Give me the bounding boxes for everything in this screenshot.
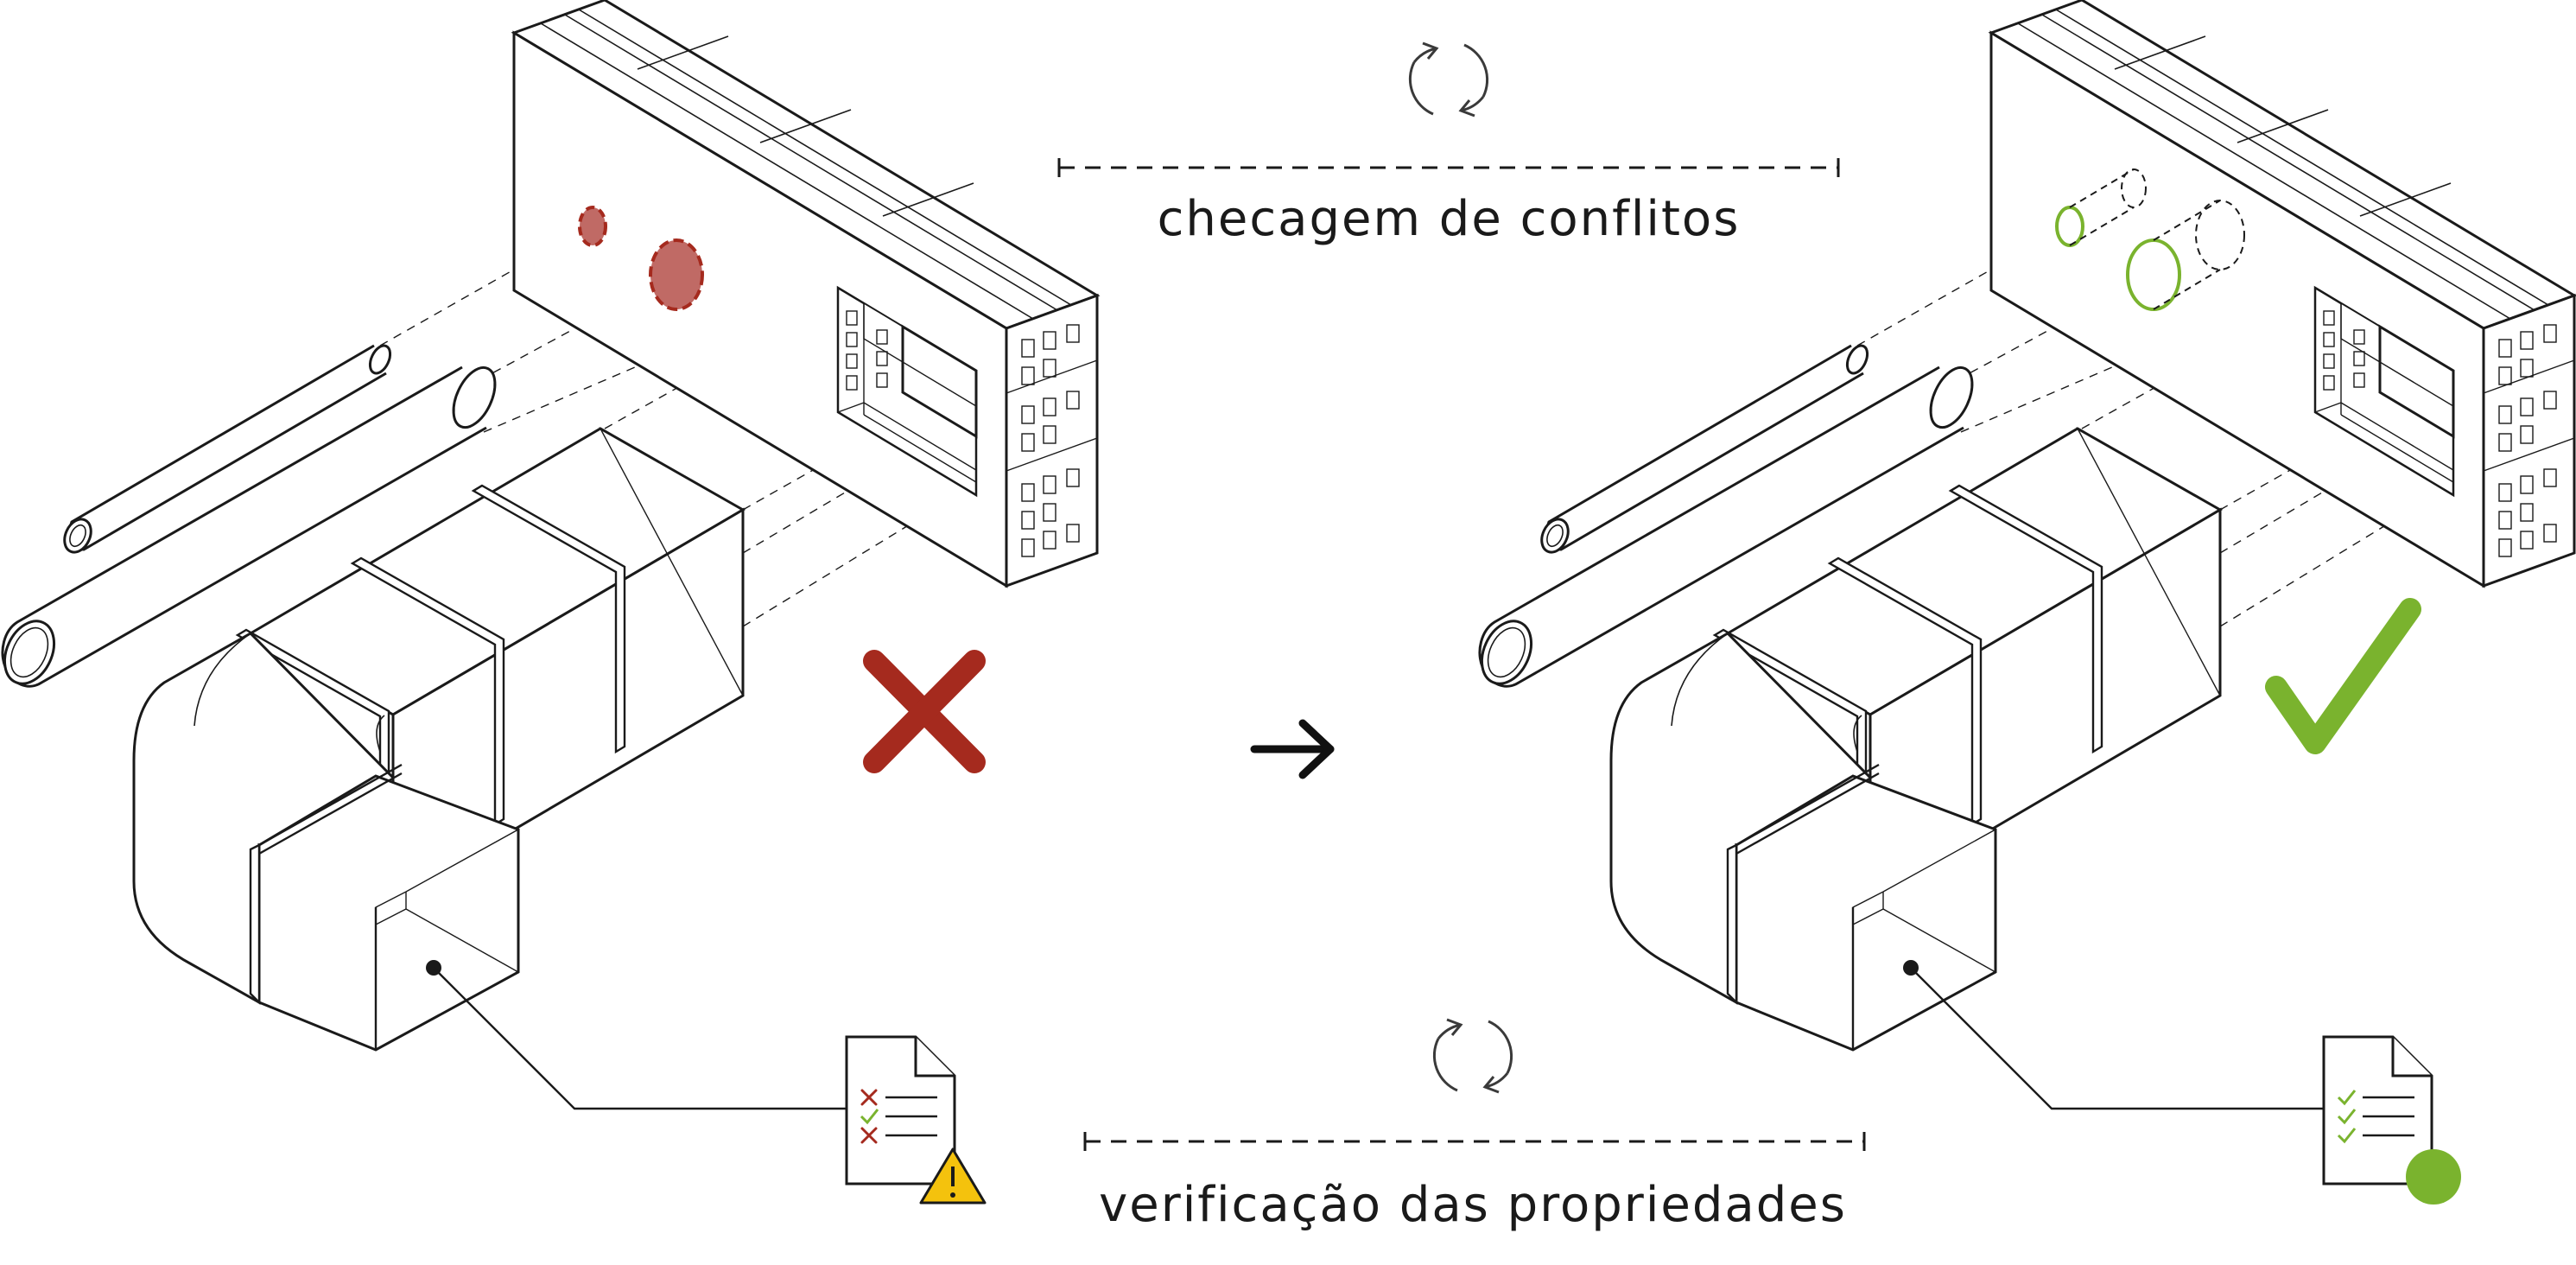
before-state-group: [0, 0, 1099, 1205]
property-check-label: verificação das propriedades: [1099, 1177, 1847, 1233]
red-x-icon: [863, 650, 986, 773]
property-scale-bar: [1083, 1132, 1866, 1151]
cycle-arrows-icon: [1408, 41, 1489, 118]
arrow-right-icon: [1250, 719, 1335, 779]
document-warning-icon: [845, 1035, 987, 1205]
conflict-hole-small: [578, 206, 607, 247]
green-check-icon: [2265, 598, 2421, 754]
clash-detection-label: checagem de conflitos: [1158, 191, 1741, 247]
conflict-hole-large: [649, 238, 704, 311]
clash-scale-bar: [1057, 158, 1840, 177]
status-ok-dot: [2406, 1149, 2461, 1205]
warning-triangle-icon: [919, 1147, 987, 1205]
after-state-group: [1470, 0, 2576, 1205]
cycle-arrows-icon-2: [1432, 1018, 1513, 1094]
document-ok-icon: [2322, 1035, 2461, 1205]
